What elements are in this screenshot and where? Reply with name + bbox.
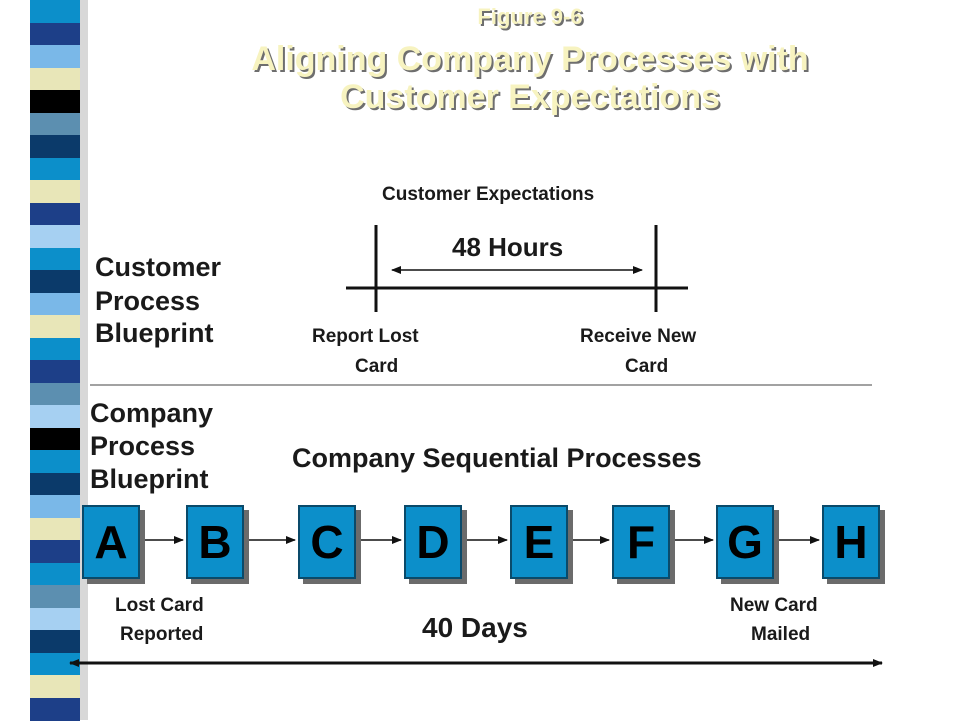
stripe-block [30,225,80,248]
new-card-mailed-label-line-1: New Card [730,595,818,616]
stripe-block [30,472,80,496]
process-step-g: G [716,505,774,579]
stripe-block [30,697,80,721]
stripe-block [30,427,80,451]
new-card-mailed-label-line-2: Mailed [751,624,811,645]
stripe-block [30,90,80,113]
customer-blueprint-label-line-3: Blueprint [95,318,214,348]
title-line-2: Customer Expectations [340,78,720,116]
stripe-block [30,135,80,158]
stripe-block [30,382,80,406]
lost-card-reported-label-line-1: Lost Card [115,595,204,616]
report-lost-card-label-line-2: Card [355,356,399,377]
decorative-stripe [30,0,90,721]
process-step-d: D [404,505,462,579]
stripe-block [30,0,80,23]
company-blueprint-label-line-3: Blueprint [90,464,209,494]
stripe-block [30,112,80,136]
stripe-block [30,360,80,383]
stripe-block [30,585,80,608]
stripe-block [30,630,80,653]
customer-blueprint-label-line-1: Customer [95,252,222,282]
receive-new-card-label-line-2: Card [625,356,669,377]
stripe-block [30,315,80,338]
company-blueprint-label-line-2: Process [90,431,196,461]
stripe-block [30,675,80,698]
lost-card-reported-label-line-2: Reported [120,624,204,645]
stripe-block [30,202,80,226]
process-step-h: H [822,505,880,579]
stripe-block [30,157,80,181]
figure-label: Figure 9-6 [477,4,583,29]
stripe-block [30,22,80,46]
title-line-1: Aligning Company Processes with [251,40,809,78]
stripe-block [30,247,80,271]
receive-new-card-label-line-1: Receive New [580,326,697,347]
stripe-block [30,652,80,676]
process-step-f: F [612,505,670,579]
stripe-shadow [80,0,88,720]
stripe-block [30,337,80,361]
stripe-block [30,67,80,91]
stripe-block [30,405,80,428]
customer-blueprint-label-line-2: Process [95,286,201,316]
process-step-a: A [82,505,140,579]
stripe-block [30,270,80,293]
stripe-block [30,562,80,586]
stripe-block [30,517,80,541]
stripe-block [30,540,80,563]
process-step-e: E [510,505,568,579]
process-step-c: C [298,505,356,579]
company-duration-label: 40 Days [422,612,528,643]
stripe-block [30,607,80,631]
stripe-block [30,180,80,203]
customer-duration-label: 48 Hours [452,232,564,262]
stripe-block [30,495,80,518]
process-step-b: B [186,505,244,579]
company-blueprint-label-line-1: Company [90,398,214,428]
report-lost-card-label-line-1: Report Lost [312,326,419,347]
stripe-block [30,450,80,473]
company-sequential-heading: Company Sequential Processes [292,443,702,473]
customer-expectations-heading: Customer Expectations [382,184,595,205]
stripe-block [30,45,80,68]
stripe-block [30,292,80,316]
